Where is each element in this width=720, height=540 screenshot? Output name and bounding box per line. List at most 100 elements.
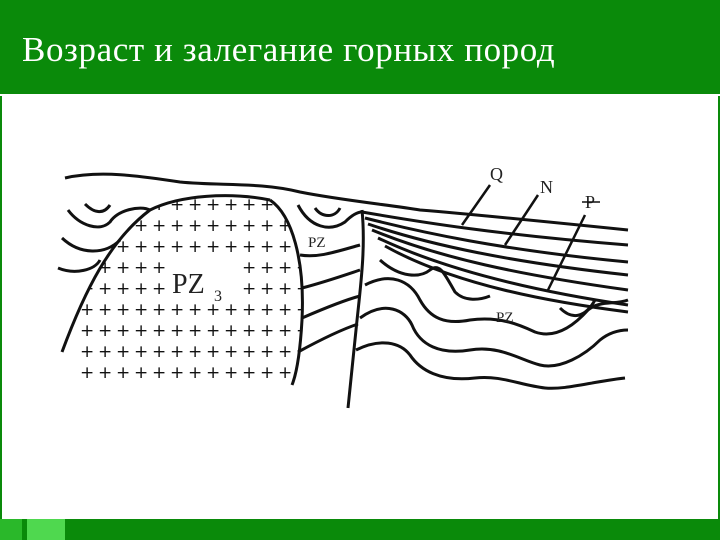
plus-mark: + [152,237,166,257]
plus-mark: + [224,363,238,383]
fold-line [558,299,597,317]
plus-mark: + [206,321,220,341]
plus-mark: + [206,195,220,215]
plus-mark: + [152,300,166,320]
layer-line [361,210,629,247]
plus-mark: + [242,342,256,362]
intrusion-label-subscript: 3 [214,288,222,305]
frame-right-border [718,96,720,526]
fold-line [355,341,626,390]
plus-mark: + [80,321,94,341]
plus-mark: + [278,258,292,278]
plus-mark: + [206,300,220,320]
plus-mark: + [134,216,148,236]
plus-mark: + [134,237,148,257]
plus-mark: + [170,216,184,236]
plus-mark: + [152,279,166,299]
plus-mark: + [206,342,220,362]
layer-line [367,222,629,277]
plus-mark: + [188,195,202,215]
plus-mark: + [152,342,166,362]
pz-left-label: PZ [308,235,326,251]
plus-mark: + [278,321,292,341]
plus-mark: + [242,195,256,215]
footer-square-dark [0,519,22,540]
frame-left-border [0,96,2,526]
pz-right-label: PZ [496,310,514,326]
plus-mark: + [242,258,256,278]
plus-mark: + [152,258,166,278]
plus-mark: + [188,363,202,383]
plus-mark: + [116,321,130,341]
plus-mark: + [116,342,130,362]
fold-line [296,204,363,229]
plus-mark: + [242,321,256,341]
fold-line [313,207,342,217]
fold-line [301,294,361,320]
plus-mark: + [98,342,112,362]
plus-mark: + [260,363,274,383]
fold-line [299,243,361,258]
plus-mark: + [152,321,166,341]
intrusion-boundary [269,198,304,386]
layer-line [371,228,629,292]
plus-mark: + [296,258,310,278]
n-label: N [540,177,553,197]
plus-mark: + [260,321,274,341]
intrusion-label: PZ [172,269,205,300]
footer-square-light [27,519,65,540]
fault-line [346,209,365,409]
plus-mark: + [260,216,274,236]
slide-title: Возраст и залегание горных пород [22,30,556,69]
plus-mark: + [224,321,238,341]
q-leader [460,184,492,226]
plus-mark: + [170,300,184,320]
plus-mark: + [170,237,184,257]
plus-mark: + [224,342,238,362]
plus-mark: + [116,258,130,278]
plus-mark: + [260,279,274,299]
plus-mark: + [242,300,256,320]
plus-mark: + [278,363,292,383]
plus-mark: + [80,300,94,320]
plus-mark: + [152,216,166,236]
plus-mark: + [206,237,220,257]
layer-line [364,216,629,264]
fold-line [57,259,102,273]
plus-mark: + [260,237,274,257]
plus-mark: + [134,321,148,341]
plus-mark: + [296,321,310,341]
plus-mark: + [278,237,292,257]
plus-mark: + [170,363,184,383]
plus-mark: + [134,279,148,299]
plus-mark: + [188,300,202,320]
plus-mark: + [98,279,112,299]
plus-mark: + [260,300,274,320]
plus-mark: + [278,195,292,215]
slide-header [0,0,720,94]
plus-mark: + [206,216,220,236]
plus-mark: + [80,237,94,257]
p-leader [546,214,587,291]
q-label: Q [490,164,503,184]
plus-mark: + [134,300,148,320]
plus-mark: + [98,300,112,320]
intrusion-boundary [60,194,271,353]
plus-mark: + [152,363,166,383]
plus-mark: + [242,279,256,299]
plus-mark: + [224,195,238,215]
plus-mark: + [224,237,238,257]
plus-mark: + [242,216,256,236]
plus-mark: + [170,195,184,215]
plus-mark: + [188,321,202,341]
fold-line [66,206,151,229]
plus-mark: + [98,321,112,341]
fold-line [83,202,112,214]
fold-line [359,306,629,368]
plus-mark: + [242,363,256,383]
layer-line [384,244,629,314]
plus-mark: + [188,216,202,236]
plus-mark: + [80,342,94,362]
plus-mark: + [134,363,148,383]
